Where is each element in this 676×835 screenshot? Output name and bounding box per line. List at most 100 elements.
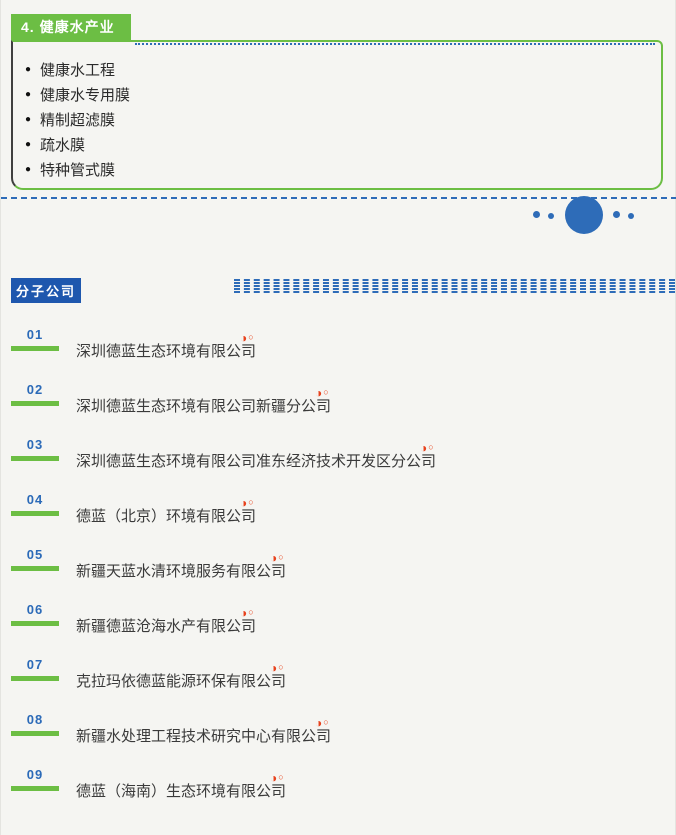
- half-circle-icon: ◑: [240, 606, 248, 620]
- green-bar: [11, 456, 59, 461]
- green-bar: [11, 676, 59, 681]
- green-bar: [11, 401, 59, 406]
- big-dot-icon: [565, 196, 603, 234]
- half-circle-icon: ◑: [315, 716, 323, 730]
- company-item: 01 深圳德蓝生态环境有限公司◑○: [1, 318, 676, 373]
- bullet-icon: ●: [25, 163, 32, 175]
- company-number: 01: [26, 327, 44, 342]
- circle-pair-icon: ◑○: [270, 549, 284, 566]
- company-name-label: 德蓝（北京）环境有限公司: [76, 508, 257, 525]
- company-name: 新疆水处理工程技术研究中心有限公司◑○: [76, 716, 345, 746]
- bullet-icon: ●: [25, 63, 32, 75]
- company-number: 06: [26, 602, 44, 617]
- company-item: 08 新疆水处理工程技术研究中心有限公司◑○: [1, 703, 676, 758]
- company-item: 07 克拉玛依德蓝能源环保有限公司◑○: [1, 648, 676, 703]
- list-item-label: 健康水专用膜: [40, 87, 131, 104]
- company-name: 新疆德蓝沧海水产有限公司◑○: [76, 606, 270, 636]
- company-number: 07: [26, 657, 44, 672]
- company-number: 09: [26, 767, 44, 782]
- list-item-label: 特种管式膜: [40, 162, 116, 179]
- small-dot-icon: [548, 213, 554, 219]
- circle-pair-icon: ◑○: [315, 714, 329, 731]
- company-name-label: 新疆水处理工程技术研究中心有限公司: [76, 728, 332, 745]
- green-bar: [11, 346, 59, 351]
- company-number: 05: [26, 547, 44, 562]
- half-circle-icon: ◑: [270, 551, 278, 565]
- company-name-label: 深圳德蓝生态环境有限公司准东经济技术开发区分公司: [76, 453, 437, 470]
- company-item: 03 深圳德蓝生态环境有限公司准东经济技术开发区分公司◑○: [1, 428, 676, 483]
- circle-icon: ○: [323, 717, 329, 727]
- section-tab-health-water: 4. 健康水产业: [11, 14, 131, 40]
- company-name: 深圳德蓝生态环境有限公司新疆分公司◑○: [76, 386, 345, 416]
- small-dot-icon: [628, 213, 634, 219]
- circle-icon: ○: [323, 387, 329, 397]
- health-water-box: ● 健康水工程 ● 健康水专用膜 ● 精制超滤膜 ● 疏水膜 ● 特种管式膜: [11, 40, 663, 190]
- company-name: 德蓝（北京）环境有限公司◑○: [76, 496, 270, 526]
- circle-pair-icon: ◑○: [240, 604, 254, 621]
- company-item: 04 德蓝（北京）环境有限公司◑○: [1, 483, 676, 538]
- dotted-divider: [135, 43, 655, 45]
- green-bar: [11, 786, 59, 791]
- circle-pair-icon: ◑○: [420, 439, 434, 456]
- half-circle-icon: ◑: [240, 496, 248, 510]
- circle-icon: ○: [278, 772, 284, 782]
- list-item: ● 特种管式膜: [25, 157, 661, 182]
- circle-icon: ○: [278, 662, 284, 672]
- circle-icon: ○: [248, 497, 254, 507]
- circle-pair-icon: ◑○: [270, 769, 284, 786]
- half-circle-icon: ◑: [240, 331, 248, 345]
- list-item: ● 健康水工程: [25, 57, 661, 82]
- dash-row: [234, 279, 675, 282]
- company-name-label: 德蓝（海南）生态环境有限公司: [76, 783, 287, 800]
- dash-row: [234, 282, 675, 285]
- small-dot-icon: [533, 211, 540, 218]
- dash-row: [234, 291, 675, 294]
- half-circle-icon: ◑: [420, 441, 428, 455]
- half-circle-icon: ◑: [270, 661, 278, 675]
- bullet-icon: ●: [25, 113, 32, 125]
- company-name-label: 新疆天蓝水清环境服务有限公司: [76, 563, 287, 580]
- green-bar: [11, 731, 59, 736]
- green-bar: [11, 621, 59, 626]
- section-tab-label: 4. 健康水产业: [21, 19, 115, 35]
- bullet-icon: ●: [25, 138, 32, 150]
- company-number: 03: [26, 437, 44, 452]
- company-item: 09 德蓝（海南）生态环境有限公司◑○: [1, 758, 676, 813]
- dash-pattern-decoration: [234, 279, 675, 294]
- list-item-label: 疏水膜: [40, 137, 86, 154]
- circle-pair-icon: ◑○: [315, 384, 329, 401]
- company-name: 新疆天蓝水清环境服务有限公司◑○: [76, 551, 300, 581]
- health-water-list: ● 健康水工程 ● 健康水专用膜 ● 精制超滤膜 ● 疏水膜 ● 特种管式膜: [13, 42, 661, 182]
- dash-row: [234, 285, 675, 288]
- company-name: 克拉玛依德蓝能源环保有限公司◑○: [76, 661, 300, 691]
- company-name-label: 克拉玛依德蓝能源环保有限公司: [76, 673, 287, 690]
- half-circle-icon: ◑: [270, 771, 278, 785]
- circle-icon: ○: [278, 552, 284, 562]
- circle-icon: ○: [248, 607, 254, 617]
- green-bar: [11, 511, 59, 516]
- list-item-label: 健康水工程: [40, 62, 116, 79]
- list-item: ● 健康水专用膜: [25, 82, 661, 107]
- circle-icon: ○: [428, 442, 434, 452]
- dash-row: [234, 288, 675, 291]
- company-item: 06 新疆德蓝沧海水产有限公司◑○: [1, 593, 676, 648]
- list-item: ● 精制超滤膜: [25, 107, 661, 132]
- company-item: 02 深圳德蓝生态环境有限公司新疆分公司◑○: [1, 373, 676, 428]
- circle-pair-icon: ◑○: [240, 494, 254, 511]
- green-bar: [11, 566, 59, 571]
- section-title-subsidiaries: 分子公司: [11, 278, 82, 303]
- list-item-label: 精制超滤膜: [40, 112, 116, 129]
- company-name: 德蓝（海南）生态环境有限公司◑○: [76, 771, 300, 801]
- company-number: 02: [26, 382, 44, 397]
- company-name-label: 深圳德蓝生态环境有限公司新疆分公司: [76, 398, 332, 415]
- company-name-label: 深圳德蓝生态环境有限公司: [76, 343, 257, 360]
- company-name-label: 新疆德蓝沧海水产有限公司: [76, 618, 257, 635]
- company-name: 深圳德蓝生态环境有限公司准东经济技术开发区分公司◑○: [76, 441, 450, 471]
- small-dot-icon: [613, 211, 620, 218]
- circle-icon: ○: [248, 332, 254, 342]
- company-number: 04: [26, 492, 44, 507]
- list-item: ● 疏水膜: [25, 132, 661, 157]
- company-item: 05 新疆天蓝水清环境服务有限公司◑○: [1, 538, 676, 593]
- circle-pair-icon: ◑○: [270, 659, 284, 676]
